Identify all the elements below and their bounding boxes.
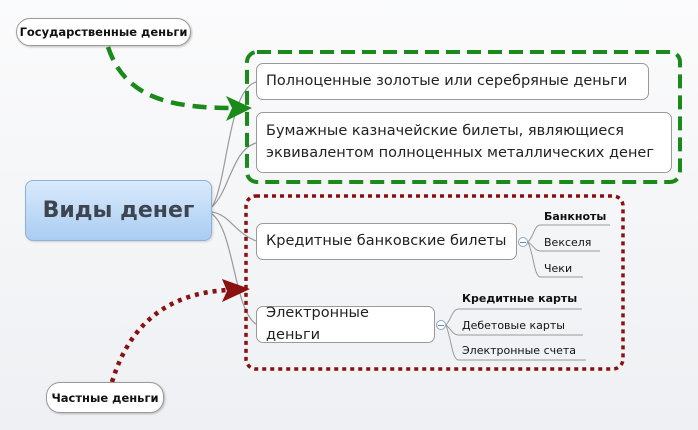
branch-credit-bank-notes[interactable]: Кредитные банковские билеты [256, 223, 517, 260]
connector-debit-cards [445, 324, 583, 336]
state-money-callout[interactable]: Государственные деньги [16, 18, 191, 46]
connector-gold [211, 81, 257, 208]
state-money-label: Государственные деньги [19, 25, 188, 39]
private-money-arrow [109, 287, 229, 383]
private-money-callout[interactable]: Частные деньги [46, 382, 164, 413]
connector-credit [211, 211, 257, 242]
branch-credit-label: Кредитные банковские билеты [266, 232, 507, 249]
branch-treasury-label: Бумажные казначейские билеты, являющиеся… [266, 123, 654, 161]
connector-credit-cards [445, 308, 582, 326]
branch-electronic-money[interactable]: Электронные деньги [256, 305, 435, 343]
private-money-label: Частные деньги [51, 390, 159, 405]
state-money-arrow [105, 46, 235, 111]
central-topic-label: Виды денег [42, 198, 195, 223]
branch-electronic-label: Электронные деньги [266, 305, 369, 343]
connector-treasury [211, 142, 257, 208]
connector-e-accounts [445, 324, 586, 361]
collapse-electronic-toggle-icon[interactable] [436, 320, 446, 330]
connector-banknotes [527, 224, 610, 243]
subtopic-cheques[interactable]: Чеки [544, 262, 573, 275]
connector-bills [527, 241, 600, 252]
private-money-arrowhead [222, 279, 250, 302]
subtopic-debit-cards[interactable]: Дебетовые карты [462, 319, 565, 332]
connector-electronic [211, 213, 257, 325]
state-money-boundary [245, 50, 682, 184]
state-money-arrowhead [226, 96, 252, 121]
subtopic-electronic-accounts[interactable]: Электронные счета [462, 344, 577, 357]
private-money-boundary [244, 194, 625, 371]
branch-gold-silver-label: Полноценные золотые или серебряные деньг… [266, 72, 628, 89]
branch-gold-silver-money[interactable]: Полноценные золотые или серебряные деньг… [256, 63, 649, 100]
collapse-credit-toggle-icon[interactable] [518, 237, 528, 247]
connector-cheques [527, 241, 583, 278]
branch-treasury-notes[interactable]: Бумажные казначейские билеты, являющиеся… [256, 112, 672, 173]
central-topic[interactable]: Виды денег [25, 180, 212, 241]
subtopic-bills-of-exchange[interactable]: Векселя [544, 236, 592, 249]
subtopic-banknotes[interactable]: Банкноты [544, 210, 607, 223]
subtopic-credit-cards[interactable]: Кредитные карты [462, 292, 578, 305]
